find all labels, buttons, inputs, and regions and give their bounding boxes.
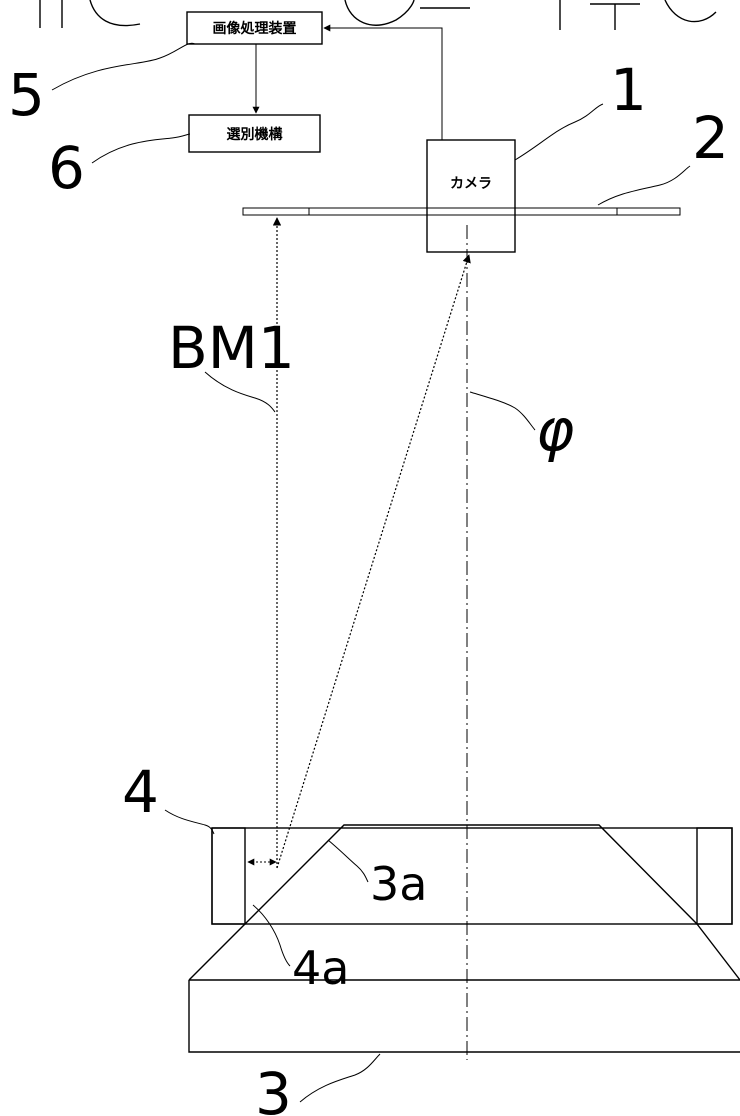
label-4a: 4a: [292, 941, 349, 995]
label-6: 6: [48, 134, 85, 202]
leader-4a: [252, 904, 291, 967]
cropped-header-fragments: [39, 0, 717, 30]
leader-bm1: [204, 371, 276, 413]
plate: [242, 207, 681, 216]
label-1: 1: [610, 56, 647, 124]
label-3: 3: [255, 1060, 292, 1116]
label-3a: 3a: [370, 857, 427, 911]
beam-reflected: [276, 254, 471, 869]
leader-2: [597, 165, 691, 206]
leader-3a: [327, 839, 369, 883]
label-bm1: BM1: [168, 314, 295, 382]
plate-hatch-right: [616, 207, 681, 216]
camera-to-processor-arrow: [323, 24, 443, 140]
leader-4: [164, 809, 215, 835]
leader-phi: [469, 391, 536, 431]
camera-label: カメラ: [450, 176, 492, 192]
leader-5: [51, 42, 196, 91]
label-5: 5: [8, 61, 45, 129]
label-phi: φ: [536, 396, 574, 464]
camera: カメラ: [426, 139, 516, 253]
ring-hatch-right: [696, 827, 733, 925]
sorting-mechanism-label: 選別機構: [227, 126, 283, 143]
ring-hatch-left: [211, 827, 246, 925]
leader-1: [514, 103, 604, 161]
sorting-mechanism-box: 選別機構: [188, 114, 321, 153]
leader-lines: [51, 42, 691, 1103]
label-4: 4: [122, 758, 159, 826]
image-processor-box: 画像処理装置: [186, 11, 323, 45]
ring: [211, 827, 733, 925]
label-2: 2: [692, 104, 729, 172]
plate-hatch-left: [242, 207, 310, 216]
image-processor-label: 画像処理装置: [213, 20, 297, 37]
leader-3: [299, 1053, 381, 1103]
leader-6: [91, 133, 191, 164]
workpiece: [188, 824, 740, 1053]
